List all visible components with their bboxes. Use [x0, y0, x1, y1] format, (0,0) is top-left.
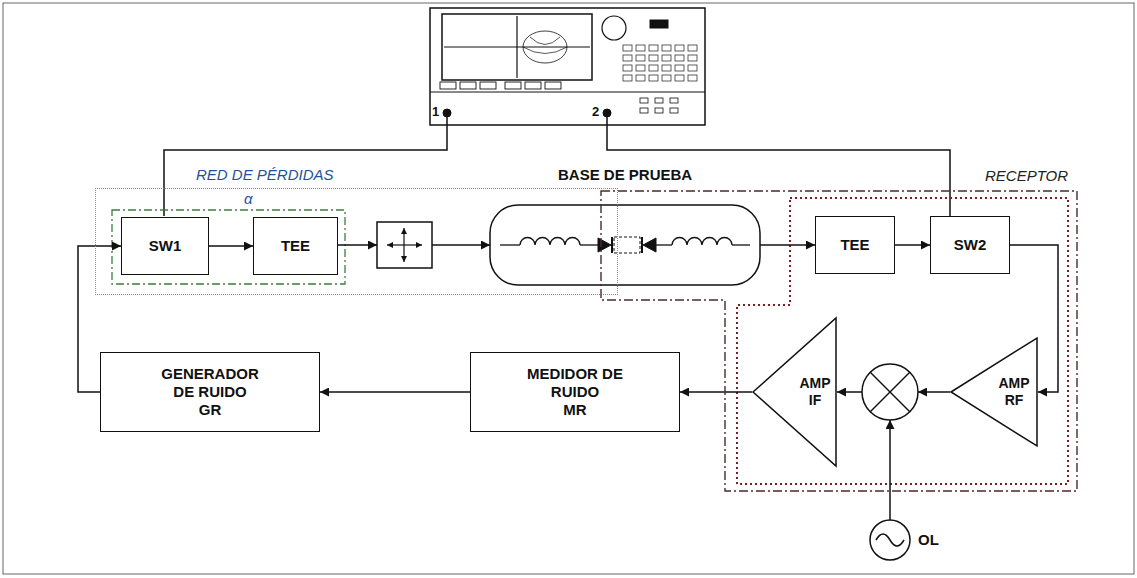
- signal-wire: [337, 245, 950, 520]
- box-label: SW1: [149, 237, 182, 255]
- oscillator-label: OL: [918, 531, 939, 549]
- port-number: 1: [432, 104, 439, 120]
- switch-tee-group: [112, 210, 345, 284]
- amplifier-outline: [951, 338, 1037, 446]
- region-title: RED DE PÉRDIDAS: [196, 166, 334, 184]
- signal-connector: [680, 391, 752, 393]
- box-label: AMP RF: [994, 375, 1034, 409]
- oscillator-symbol: [870, 520, 910, 560]
- instrument-box: GENERADOR DE RUIDOGR: [100, 352, 320, 432]
- signal-connector: [895, 244, 930, 246]
- loss-symbol: α: [244, 190, 253, 208]
- box-label: TEE: [840, 236, 869, 254]
- tee-box: TEE: [253, 217, 338, 275]
- instrument-box: MEDIDOR DE RUIDOMR: [470, 352, 680, 432]
- tee-box: TEE: [815, 216, 895, 274]
- mixer-symbol: [862, 364, 918, 420]
- receiver-inner-outline: [737, 198, 1068, 484]
- signal-connector: [209, 245, 253, 247]
- box-label: SW2: [954, 236, 987, 254]
- receiver-outline: [601, 191, 1077, 491]
- box-label: AMP IF: [795, 375, 835, 409]
- fixture-label: BASE DE PRUEBA: [558, 166, 692, 184]
- amplifier-triangle: AMP IF: [752, 317, 837, 467]
- box-label: MEDIDOR DE RUIDO: [518, 365, 633, 401]
- receiver-region: RECEPTORTEESW2AMP RFAMP IF: [600, 190, 1078, 492]
- signal-connector: [320, 391, 470, 393]
- amplifier-outline: [752, 317, 837, 467]
- loss-network-region: RED DE PÉRDIDASαSW1TEE: [95, 188, 618, 295]
- box-abbreviation: GR: [199, 401, 222, 419]
- network-analyzer: [430, 8, 705, 125]
- box-label: TEE: [281, 237, 310, 255]
- frame: [3, 3, 1134, 574]
- amplifier-outline: [950, 337, 1038, 447]
- box-abbreviation: MR: [563, 401, 586, 419]
- test-fixture: [490, 205, 760, 285]
- region-title: RECEPTOR: [985, 167, 1068, 185]
- port-cable: [164, 117, 447, 216]
- switch-box: SW2: [930, 216, 1010, 274]
- amplifier-triangle: AMP RF: [950, 337, 1038, 447]
- box-label: GENERADOR DE RUIDO: [155, 365, 265, 401]
- positioner-symbol: [377, 222, 432, 268]
- port-number: 2: [592, 104, 599, 120]
- amplifier-outline: [753, 318, 836, 466]
- switch-box: SW1: [121, 217, 209, 275]
